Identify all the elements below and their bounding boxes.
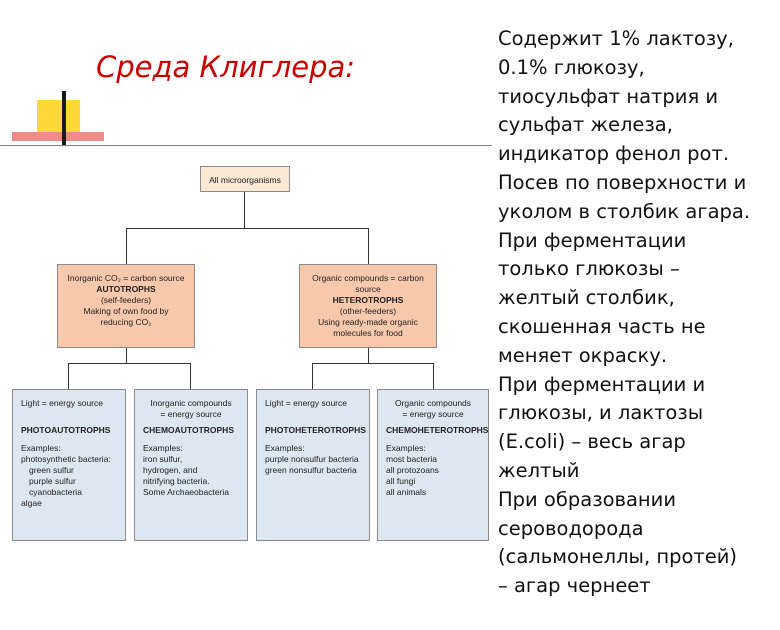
description-line: (E.coli) – весь агар — [498, 430, 686, 454]
photoautotrophs-example: purple sulfur — [29, 476, 76, 486]
connector-right-down — [368, 228, 369, 264]
autotrophs-desc-1: Making of own food by — [83, 306, 169, 316]
heterotrophs-desc-1: Using ready-made organic — [318, 317, 418, 327]
description-line: – агар чернеет — [498, 574, 651, 598]
chemoautotrophs-energy-source-1: Inorganic compounds — [150, 398, 232, 408]
description-line: Содержит 1% лактозу, — [498, 27, 734, 50]
photoautotrophs-example: algae — [21, 498, 42, 508]
description-line: сульфат железа, — [498, 113, 673, 137]
description-line: желтый столбик, — [498, 286, 675, 310]
chemoheterotrophs-examples-label: Examples: — [386, 443, 426, 453]
decorative-divider-line — [0, 145, 492, 146]
description-line: глюкозы, и лактозы — [498, 401, 704, 425]
heterotrophs-box: Organic compounds = carbon source HETERO… — [299, 264, 437, 348]
description-line: При ферментации — [498, 228, 687, 252]
heterotrophs-title: HETEROTROPHS — [332, 295, 404, 305]
chemoheterotrophs-example: most bacteria — [386, 454, 438, 464]
all-microorganisms-box: All microorganisms — [200, 166, 290, 192]
heterotrophs-carbon-source: Organic compounds = carbon source — [312, 273, 424, 294]
chemoheterotrophs-example: all fungi — [386, 476, 416, 486]
slide-title: Среда Клиглера: — [96, 50, 356, 84]
description-line: меняет окраску. — [498, 343, 668, 367]
description-line: тиосульфат натрия и — [498, 84, 719, 108]
description-line: уколом в столбик агара. — [498, 199, 751, 223]
connector-photoauto-down — [68, 363, 69, 389]
description-line: только глюкозы – — [498, 257, 680, 281]
decorative-red-bar — [12, 132, 104, 141]
description-line: Посев по поверхности и — [498, 170, 747, 194]
connector-top-horizontal — [126, 228, 369, 229]
photoheterotrophs-title: PHOTOHETEROTROPHS — [265, 425, 366, 435]
connector-heterotrophs-down — [368, 348, 369, 363]
photoheterotrophs-box: Light = energy source PHOTOHETEROTROPHS … — [256, 389, 370, 541]
chemoautotrophs-example: hydrogen, and — [143, 465, 198, 475]
connector-chemoauto-down — [190, 363, 191, 389]
description-line: (сальмонеллы, протей) — [498, 545, 738, 569]
chemoheterotrophs-title: CHEMOHETEROTROPHS — [386, 425, 489, 435]
autotrophs-box: Inorganic CO₂ = carbon source AUTOTROPHS… — [57, 264, 195, 348]
chemoautotrophs-title: CHEMOAUTOTROPHS — [143, 425, 234, 435]
connector-photohetero-down — [312, 363, 313, 389]
photoheterotrophs-example: purple nonsulfur bacteria — [265, 454, 359, 464]
photoheterotrophs-example: green nonsulfur bacteria — [265, 465, 357, 475]
decorative-yellow-square — [37, 100, 80, 136]
chemoheterotrophs-energy-source-2: = energy source — [402, 409, 464, 419]
chemoautotrophs-example: nitrifying bacteria. — [143, 476, 210, 486]
heterotrophs-subtitle: (other-feeders) — [339, 306, 397, 316]
description-line: При ферментации и — [498, 372, 706, 396]
autotrophs-title: AUTOTROPHS — [96, 284, 156, 294]
description-line: сероводорода — [498, 516, 644, 540]
description-line: скошенная часть не — [498, 314, 706, 338]
photoautotrophs-box: Light = energy source PHOTOAUTOTROPHS Ex… — [12, 389, 126, 541]
heterotrophs-desc-2: molecules for food — [333, 328, 403, 338]
connector-heterotrophs-horizontal — [312, 363, 434, 364]
photoautotrophs-example: cyanobacteria — [29, 487, 82, 497]
description-line: индикатор фенол рот. — [498, 142, 730, 166]
photoautotrophs-example: green sulfur — [29, 465, 74, 475]
chemoautotrophs-box: Inorganic compounds = energy source CHEM… — [134, 389, 248, 541]
chemoautotrophs-example: iron sulfur, — [143, 454, 183, 464]
photoautotrophs-title: PHOTOAUTOTROPHS — [21, 425, 111, 435]
chemoautotrophs-examples-label: Examples: — [143, 443, 183, 453]
connector-autotrophs-horizontal — [68, 363, 191, 364]
photoautotrophs-energy-source: Light = energy source — [21, 398, 103, 408]
autotrophs-desc-2: reducing CO₂ — [100, 317, 152, 327]
connector-autotrophs-down — [126, 348, 127, 363]
photoheterotrophs-examples-label: Examples: — [265, 443, 305, 453]
chemoheterotrophs-example: all animals — [386, 487, 427, 497]
chemoautotrophs-energy-source-2: = energy source — [160, 409, 222, 419]
chemoheterotrophs-energy-source-1: Organic compounds — [394, 398, 472, 408]
decorative-vertical-bar — [62, 91, 66, 146]
chemoheterotrophs-example: all protozoans — [386, 465, 439, 475]
connector-root-down — [244, 192, 245, 228]
description-line: При образовании — [498, 487, 677, 511]
photoautotrophs-examples-label: Examples: — [21, 443, 61, 453]
photoautotrophs-example: photosynthetic bacteria: — [21, 454, 111, 464]
chemoheterotrophs-box: Organic compounds = energy source CHEMOH… — [377, 389, 489, 541]
description-text: Содержит 1% лактозу, 0.1% глюкозу, тиосу… — [498, 25, 776, 601]
connector-chemohetero-down — [433, 363, 434, 389]
description-line: желтый — [498, 458, 580, 482]
autotrophs-carbon-source: Inorganic CO₂ = carbon source — [67, 273, 185, 283]
photoheterotrophs-energy-source: Light = energy source — [265, 398, 347, 408]
description-line: 0.1% глюкозу, — [498, 55, 645, 79]
connector-left-down — [126, 228, 127, 264]
chemoautotrophs-example: Some Archaeobacteria — [143, 487, 229, 497]
autotrophs-subtitle: (self-feeders) — [100, 295, 152, 305]
